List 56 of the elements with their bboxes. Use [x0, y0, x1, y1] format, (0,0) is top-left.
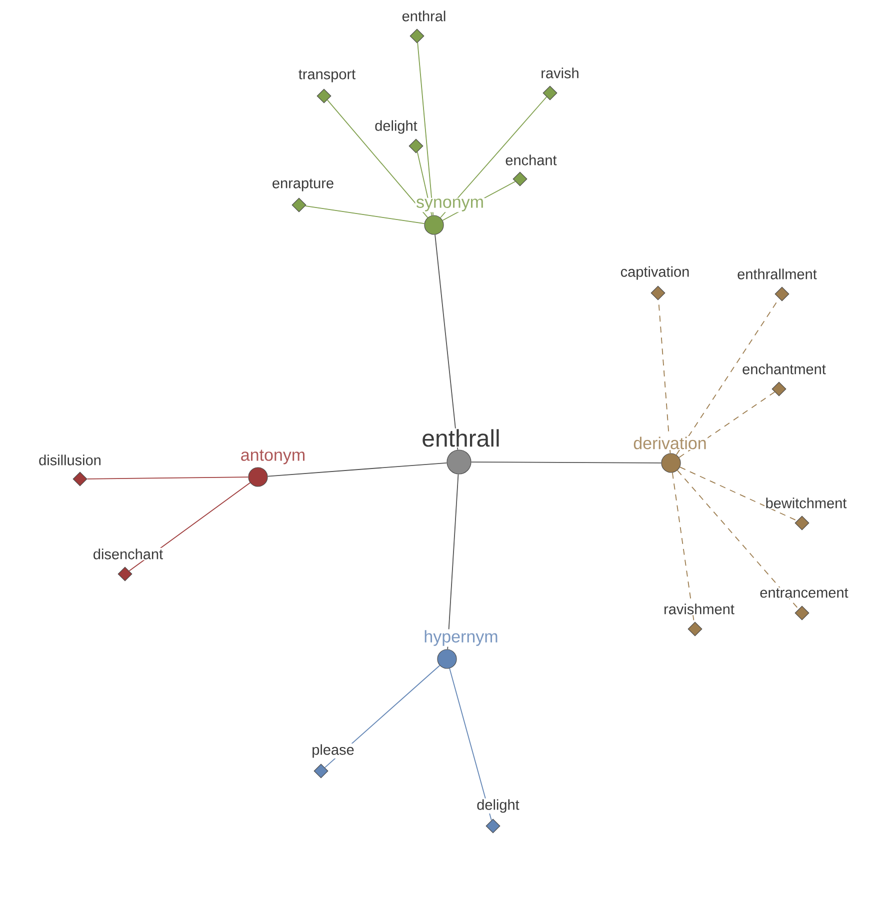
word-label: antonym — [240, 448, 306, 466]
line — [267, 462, 448, 477]
word-label: delight — [476, 798, 520, 814]
diamond-marker — [650, 286, 666, 300]
word-label: enthrallment — [736, 268, 818, 280]
diamond-marker — [410, 28, 424, 44]
circle-marker — [446, 450, 472, 474]
word-label: ravish — [540, 66, 580, 80]
word-label: disenchant — [92, 548, 164, 560]
line — [449, 668, 492, 821]
line — [470, 462, 662, 464]
word-label: please — [310, 743, 356, 759]
word-label: ravishment — [662, 602, 736, 616]
diamond-marker — [794, 516, 810, 530]
diamond-marker — [72, 472, 88, 486]
word-label: delight — [374, 119, 418, 135]
word-label: entrancement — [758, 587, 850, 599]
diamond-marker — [292, 198, 306, 212]
word-label: captivation — [620, 265, 690, 281]
circle-marker — [661, 453, 681, 473]
line — [447, 474, 459, 650]
word-label: enchantment — [741, 362, 827, 376]
diamond-marker — [794, 606, 810, 620]
dashed-line — [676, 298, 780, 456]
circle-marker — [424, 215, 444, 235]
word-label: transport — [298, 69, 356, 83]
word-label: enrapture — [271, 178, 335, 192]
diamond-marker — [316, 88, 332, 104]
line — [440, 96, 548, 218]
diamond-marker — [118, 566, 132, 582]
diamond-marker — [408, 138, 424, 154]
dashed-line — [679, 466, 798, 522]
diamond-marker — [774, 286, 790, 302]
word-label: disillusion — [38, 454, 102, 466]
line — [417, 42, 434, 216]
diamond-marker — [486, 818, 500, 834]
word-label: bewitchment — [764, 496, 848, 510]
diamond-marker — [314, 764, 328, 778]
line — [326, 99, 428, 218]
word-label: hypernym — [422, 629, 500, 647]
diamond-marker — [512, 172, 528, 186]
dashed-line — [677, 470, 800, 610]
line — [434, 234, 458, 450]
word-label: enthrall — [420, 428, 502, 448]
diamond-marker — [772, 382, 786, 396]
word-label: synonym — [415, 198, 485, 212]
diamond-marker — [542, 86, 558, 100]
word-label: derivation — [632, 436, 708, 450]
diamond-marker — [688, 622, 702, 636]
word-label: enthral — [401, 10, 447, 22]
circle-marker — [248, 467, 268, 487]
line — [86, 476, 249, 480]
circle-marker — [437, 649, 457, 669]
line — [304, 205, 425, 224]
dashed-line — [678, 392, 776, 458]
word-label: enchant — [504, 154, 558, 166]
